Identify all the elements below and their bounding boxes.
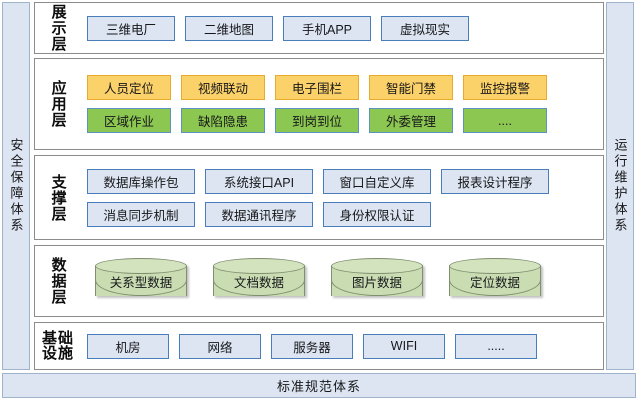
layer-application-label: 应用层 <box>49 80 67 128</box>
cylinder-top <box>449 258 541 274</box>
layer-infrastructure-label-line1: 基础 <box>41 329 74 347</box>
sidebar-right-label: 运行维护体系 <box>612 138 628 234</box>
layer-application-items: 人员定位 视频联动 电子围栏 智能门禁 监控报警 区域作业 缺陷隐患 到岗到位 … <box>81 75 603 133</box>
item-box-xiaoxi-tongbu-jizhi[interactable]: 消息同步机制 <box>87 201 195 227</box>
item-row: 机房 网络 服务器 WIFI ..... <box>87 333 597 359</box>
item-box-daogang-daowei[interactable]: 到岗到位 <box>275 108 359 133</box>
item-box-shenfen-quanxian-renzheng[interactable]: 身份权限认证 <box>323 201 431 227</box>
item-box-more-application[interactable]: .... <box>463 108 547 133</box>
item-box-jifang[interactable]: 机房 <box>87 333 169 359</box>
item-box-dianzi-weilan[interactable]: 电子围栏 <box>275 75 359 100</box>
layer-presentation: 展示层 三维电厂 二维地图 手机APP 虚拟现实 <box>34 2 604 54</box>
sidebar-left-security-system: 安全保障体系 <box>2 2 30 370</box>
item-box-more-infrastructure[interactable]: ..... <box>455 333 537 359</box>
item-box-quexian-yinhuan[interactable]: 缺陷隐患 <box>181 108 265 133</box>
sidebar-left-label: 安全保障体系 <box>8 138 24 234</box>
item-row: 区域作业 缺陷隐患 到岗到位 外委管理 .... <box>87 108 597 133</box>
item-box-chuangkou-zidingyiku[interactable]: 窗口自定义库 <box>323 168 431 194</box>
cylinder-label: 定位数据 <box>469 275 520 290</box>
layer-infrastructure-label: 基础 设施 <box>35 329 81 362</box>
layer-data-items: 关系型数据 文档数据 图片数据 定 <box>81 258 603 304</box>
item-box-zhineng-menjin[interactable]: 智能门禁 <box>369 75 453 100</box>
layer-support-label: 支撑层 <box>49 173 67 222</box>
item-box-xitong-jiekou-api[interactable]: 系统接口API <box>205 168 313 194</box>
item-box-waiwei-guanli[interactable]: 外委管理 <box>369 108 453 133</box>
cylinder-top <box>95 258 187 274</box>
item-row: 数据库操作包 系统接口API 窗口自定义库 报表设计程序 <box>87 168 597 194</box>
cylinder-label: 关系型数据 <box>109 275 173 290</box>
item-box-erwei-ditu[interactable]: 二维地图 <box>185 15 273 41</box>
layer-data: 数据层 关系型数据 文档数据 <box>34 245 604 317</box>
item-box-shipin-liandong[interactable]: 视频联动 <box>181 75 265 100</box>
bottom-bar-label: 标准规范体系 <box>276 379 361 394</box>
bottom-bar-standards-system: 标准规范体系 <box>2 373 636 398</box>
layer-presentation-items: 三维电厂 二维地图 手机APP 虚拟现实 <box>81 15 603 41</box>
cylinder-top <box>331 258 423 274</box>
item-box-renyuan-dingwei[interactable]: 人员定位 <box>87 75 171 100</box>
cylinder-row: 关系型数据 文档数据 图片数据 定 <box>87 258 597 304</box>
layer-data-label: 数据层 <box>49 257 67 305</box>
item-row: 人员定位 视频联动 电子围栏 智能门禁 监控报警 <box>87 75 597 100</box>
item-box-sanwei-dianchang[interactable]: 三维电厂 <box>87 15 175 41</box>
item-box-fuwuqi[interactable]: 服务器 <box>271 333 353 359</box>
item-row: 消息同步机制 数据通讯程序 身份权限认证 <box>87 201 597 227</box>
layer-presentation-label: 展示层 <box>49 4 67 52</box>
layer-application: 应用层 人员定位 视频联动 电子围栏 智能门禁 监控报警 区域作业 缺陷隐患 到… <box>34 58 604 150</box>
layer-infrastructure-items: 机房 网络 服务器 WIFI ..... <box>81 333 603 359</box>
item-box-jiankong-baojing[interactable]: 监控报警 <box>463 75 547 100</box>
item-box-shujuku-caozuobao[interactable]: 数据库操作包 <box>87 168 195 194</box>
layer-infrastructure-label-line2: 设施 <box>41 345 74 362</box>
item-box-shuju-tongxun-chengxu[interactable]: 数据通讯程序 <box>205 201 313 227</box>
cylinder-label: 图片数据 <box>351 275 402 290</box>
layer-support: 支撑层 数据库操作包 系统接口API 窗口自定义库 报表设计程序 消息同步机制 … <box>34 155 604 240</box>
item-box-shouji-app[interactable]: 手机APP <box>283 15 371 41</box>
layer-support-items: 数据库操作包 系统接口API 窗口自定义库 报表设计程序 消息同步机制 数据通讯… <box>81 168 603 227</box>
cylinder-top <box>213 258 305 274</box>
database-cylinder-icon-tupian-shuju[interactable]: 图片数据 <box>331 258 423 304</box>
item-box-wifi[interactable]: WIFI <box>363 333 445 359</box>
cylinder-label: 文档数据 <box>233 275 284 290</box>
database-cylinder-icon-dingwei-shuju[interactable]: 定位数据 <box>449 258 541 304</box>
layer-infrastructure: 基础 设施 机房 网络 服务器 WIFI ..... <box>34 322 604 370</box>
item-box-wangluo[interactable]: 网络 <box>179 333 261 359</box>
item-row: 三维电厂 二维地图 手机APP 虚拟现实 <box>87 15 597 41</box>
database-cylinder-icon-guanxixing-shuju[interactable]: 关系型数据 <box>95 258 187 304</box>
item-box-quyu-zuoye[interactable]: 区域作业 <box>87 108 171 133</box>
database-cylinder-icon-wendang-shuju[interactable]: 文档数据 <box>213 258 305 304</box>
item-box-baobiao-sheji-chengxu[interactable]: 报表设计程序 <box>441 168 549 194</box>
sidebar-right-operations-system: 运行维护体系 <box>606 2 634 370</box>
item-box-xuni-xianshi[interactable]: 虚拟现实 <box>381 15 469 41</box>
